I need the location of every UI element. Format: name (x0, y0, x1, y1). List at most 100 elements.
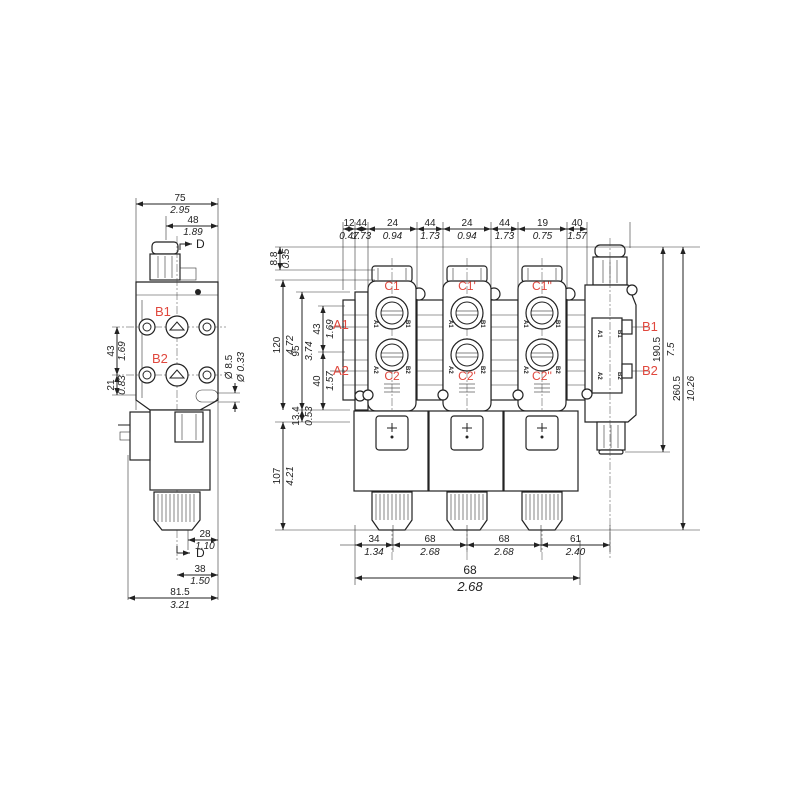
plate-mark-a1: A1 (596, 330, 602, 338)
plate-mark-a2: A2 (372, 366, 378, 374)
dim-label: 1.73 (352, 231, 372, 242)
port-label-b2: B2 (642, 363, 658, 378)
dim-label: 1.10 (195, 541, 215, 552)
dim-label: 48 (187, 215, 199, 226)
dim-label: 0.83 (117, 375, 128, 395)
section-arrow-icon (176, 546, 190, 556)
dim-hole-dia-in: Ø 0.33 (236, 352, 247, 383)
dim-label: 19 (537, 218, 549, 229)
dim-label: 44 (424, 218, 436, 229)
spacer-block (416, 299, 444, 401)
dim-label: 0.53 (304, 406, 315, 426)
dim-label: 0.75 (533, 231, 553, 242)
dim-label: 81.5 (170, 587, 190, 598)
dim-label: 0.47 (339, 231, 359, 242)
coil-connector (129, 411, 151, 461)
plate-mark-a2: A2 (522, 366, 528, 374)
manual-knob-side (153, 491, 201, 531)
dim-label: 61 (570, 534, 582, 545)
port-b1-side (165, 315, 189, 339)
plate-mark-b2: B2 (616, 372, 622, 380)
dim-label: 1.89 (183, 227, 203, 238)
dim-label: 1.57 (567, 231, 587, 242)
dim-label: 7.5 (666, 342, 677, 356)
dim-label: 0.35 (281, 248, 292, 268)
dim-label: 0.94 (383, 231, 403, 242)
plate-mark-b1: B1 (479, 320, 485, 328)
plate-mark-a1: A1 (372, 320, 378, 328)
dim-label: 95 (291, 345, 302, 357)
section-label-top: D (196, 237, 205, 251)
coil-connector (525, 415, 559, 451)
plate-mark-a1: A1 (522, 320, 528, 328)
dim-label: 40 (571, 218, 583, 229)
plate-mark-b2: B2 (479, 366, 485, 374)
port-label-b2: B2 (152, 351, 168, 366)
port-label-c1: C1' (458, 279, 476, 293)
coil-nut (174, 411, 204, 443)
solenoid-coil (503, 410, 579, 492)
dim-label: 120 (272, 336, 283, 353)
dim-label: 28 (199, 529, 211, 540)
port-b2-side (165, 363, 189, 387)
port-label-c1: C1'' (532, 279, 552, 293)
dim-label: 10.26 (686, 376, 697, 401)
dim-label: 107 (272, 467, 283, 484)
spacer-block (490, 299, 519, 401)
connector-cap (151, 241, 179, 255)
side-view: 75 2.95 48 1.89 D B1 B2 (106, 193, 247, 611)
port-label-a2: A2 (333, 363, 349, 378)
section-arrow-icon (179, 241, 192, 250)
plate-mark-b2: B2 (554, 366, 560, 374)
port-label-c2: C2 (384, 369, 400, 383)
plate-mark-a1: A1 (447, 320, 453, 328)
port-label-c2: C2' (458, 369, 476, 383)
dim-label: 3.74 (304, 341, 315, 361)
dim-label: 1.57 (325, 371, 336, 391)
manual-knob (521, 491, 563, 531)
dim-label: 2.40 (565, 547, 586, 558)
dim-label: 13.4 (291, 406, 302, 426)
section-label-bottom: D (196, 546, 205, 560)
coil-connector (450, 415, 484, 451)
dim-label: 1.69 (117, 341, 128, 361)
dim-hole-dia: Ø 8.5 (224, 354, 235, 379)
solenoid-coil (428, 410, 504, 492)
dim-label: 21 (106, 379, 117, 391)
plate-mark-b2: B2 (404, 366, 410, 374)
dim-label: 260.5 (672, 376, 683, 401)
dim-label: 1.73 (420, 231, 440, 242)
bolt-holes (138, 318, 216, 384)
manual-knob (446, 491, 488, 531)
dim-label: 68 (498, 534, 510, 545)
dim-label: 1.34 (364, 547, 384, 558)
dim-label: 4.21 (285, 466, 296, 485)
port-label-b1: B1 (155, 304, 171, 319)
end-plate: A1 B1 A2 B2 (581, 238, 638, 560)
plate-mark-a2: A2 (596, 372, 602, 380)
logo-mark-icon (195, 289, 201, 295)
dim-label: 12 (343, 218, 355, 229)
manual-knob (371, 491, 413, 531)
dim-label: 43 (312, 323, 323, 335)
dim-label: 44 (356, 218, 368, 229)
dim-label: 68 (424, 534, 436, 545)
dim-label: 1.50 (190, 576, 210, 587)
dim-label: 40 (312, 375, 323, 387)
dim-label: 4.72 (285, 335, 296, 355)
dim-label: 2.68 (419, 547, 440, 558)
port-label-a1: A1 (333, 317, 349, 332)
plate-mark-a2: A2 (447, 366, 453, 374)
dim-label: 0.94 (457, 231, 477, 242)
front-view: 120.47441.73240.94441.73240.94441.73190.… (269, 218, 700, 594)
coil-connector (375, 415, 409, 451)
dim-label: 190.5 (652, 337, 663, 362)
solenoid-coil (353, 410, 429, 492)
dim-label: 44 (499, 218, 511, 229)
dim-label: 2.68 (456, 579, 483, 594)
